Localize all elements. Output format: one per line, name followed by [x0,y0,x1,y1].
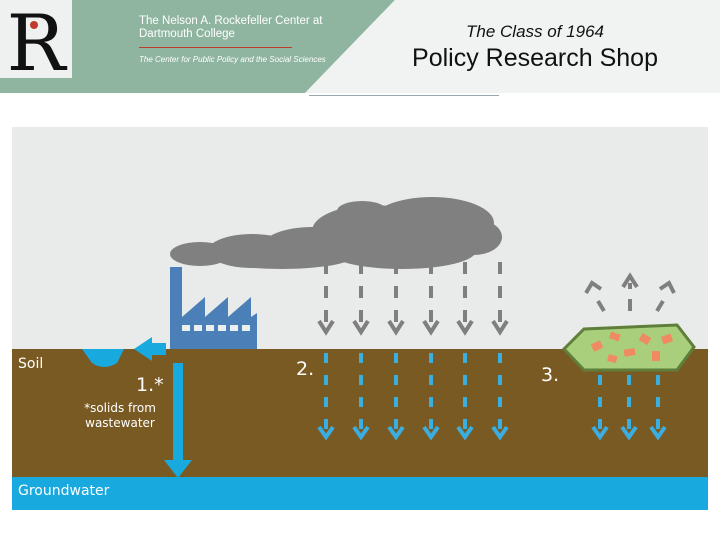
leach-arrow [164,363,192,478]
factory-icon [170,267,257,349]
pollution-diagram [12,127,708,510]
header: R The Nelson A. Rockefeller Center at Da… [0,0,720,93]
landfill-icon [561,323,696,372]
marker-3: 3. [541,364,560,386]
class-title: The Class of 1964 [466,22,604,41]
header-band [0,0,720,93]
shop-title: Policy Research Shop [412,44,658,72]
groundwater-label: Groundwater [18,483,110,499]
smoke-cloud [170,197,502,269]
institution-name: The Nelson A. Rockefeller Center at Dart… [139,15,323,40]
center-name: The Center for Public Policy and the Soc… [139,55,326,64]
wastewater-pit [82,337,166,367]
gas-emission-arrows [584,272,676,313]
marker-1: 1.* [136,374,164,396]
svg-text:R: R [7,0,68,78]
title-underline [309,95,499,96]
rockefeller-logo-icon: R [0,0,72,78]
institution-divider [139,47,292,48]
wastewater-note: *solids from wastewater [84,401,156,430]
groundwater-layer [12,477,708,510]
soil-label: Soil [18,356,44,372]
marker-2: 2. [296,358,315,380]
